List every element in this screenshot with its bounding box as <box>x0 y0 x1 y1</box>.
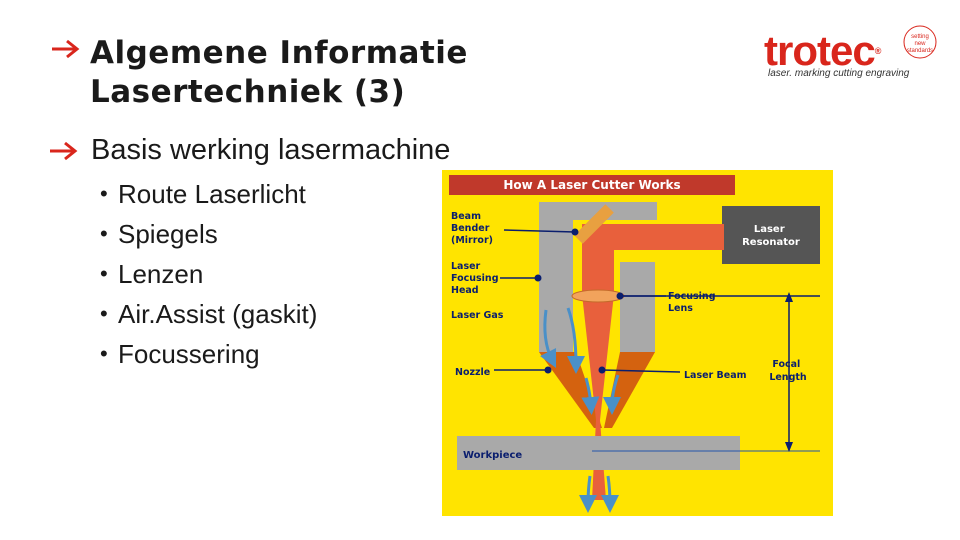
bullet-list: •Route Laserlicht •Spiegels •Lenzen •Air… <box>100 174 317 374</box>
bullet-item: •Lenzen <box>100 259 204 289</box>
bullet-item: •Air.Assist (gaskit) <box>100 299 318 329</box>
resonator-label: Laser Resonator <box>742 224 800 248</box>
bullet-item: •Focussering <box>100 339 260 369</box>
svg-text:standards: standards <box>907 48 933 54</box>
logo-wordmark: trotec® <box>764 27 881 74</box>
callout-dot <box>534 274 542 282</box>
gas-arrow-icon <box>579 475 598 513</box>
svg-text:new: new <box>914 41 926 47</box>
laser-cutter-diagram: How A Laser Cutter Works Laser Resonator… <box>442 170 833 516</box>
laser-resonator <box>722 206 820 264</box>
workpiece <box>457 436 740 470</box>
slide-title: Algemene Informatie Lasertechniek (3) <box>90 34 468 112</box>
diagram-title-bar <box>449 175 735 195</box>
slide-title-line2: Lasertechniek (3) <box>90 74 406 110</box>
callout-laser-beam <box>601 369 681 373</box>
callout-beam-bender <box>503 229 576 233</box>
head-upper-band <box>539 202 657 220</box>
laser-beam <box>582 294 614 420</box>
focusing-lens-label: Focusing Lens <box>668 291 719 314</box>
focusing-lens <box>571 289 625 303</box>
slide-title-line1: Algemene Informatie <box>90 35 468 71</box>
callout-dot <box>616 292 624 300</box>
head-right <box>620 262 655 352</box>
callout-dot <box>598 366 606 374</box>
svg-text:setting: setting <box>911 34 929 40</box>
focal-length-arrow-bottom <box>785 442 793 452</box>
callout-dot <box>571 228 579 236</box>
focusing-head-label: Laser Focusing Head <box>451 261 502 296</box>
trotec-logo: trotec® laser. marking cutting engraving… <box>764 24 944 84</box>
subtitle: Basis werking lasermachine <box>91 134 451 166</box>
beam-bender-mirror <box>574 204 614 244</box>
laser-gas-label: Laser Gas <box>451 310 504 321</box>
logo-tagline: laser. marking cutting engraving <box>768 68 910 79</box>
gas-arrow-icon <box>566 307 585 374</box>
title-arrow-icon <box>52 39 80 59</box>
gas-arrow-icon <box>603 374 622 415</box>
gas-arrow-icon <box>581 377 600 415</box>
laser-beam-label: Laser Beam <box>684 370 747 381</box>
gas-arrow-icon <box>539 309 557 369</box>
beam-bender-label: Beam Bender (Mirror) <box>451 211 493 246</box>
focal-length-label: Focal Length <box>769 359 807 383</box>
subtitle-arrow-icon <box>50 141 78 161</box>
gas-arrow-icon <box>600 475 619 513</box>
logo-stamp-icon: setting new standards <box>903 25 937 59</box>
focal-length-arrow-top <box>785 292 793 302</box>
bullet-item: •Spiegels <box>100 219 218 249</box>
diagram-title: How A Laser Cutter Works <box>503 178 680 192</box>
bullet-item: •Route Laserlicht <box>100 179 306 209</box>
nozzle-label: Nozzle <box>455 367 490 378</box>
workpiece-label: Workpiece <box>463 450 522 461</box>
callout-dot <box>544 366 552 374</box>
